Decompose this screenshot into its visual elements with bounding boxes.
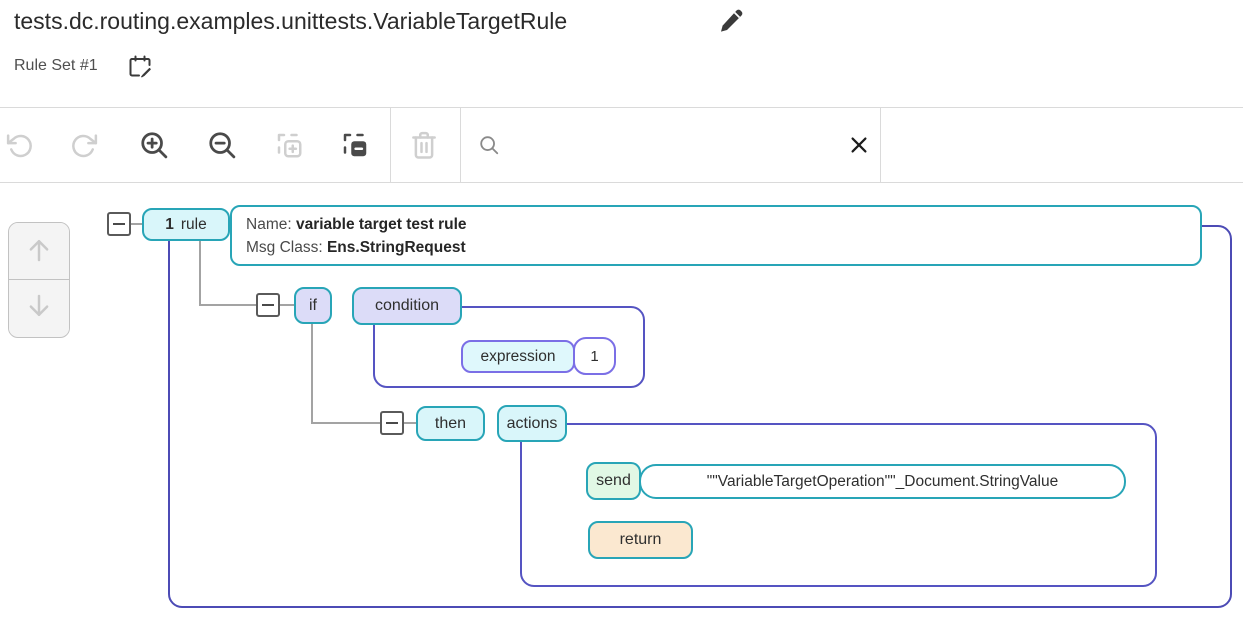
- expression-node[interactable]: expression: [461, 340, 575, 373]
- send-node[interactable]: send: [586, 462, 641, 500]
- actions-scope-outline: [520, 423, 1157, 587]
- clear-search-button[interactable]: [844, 134, 874, 158]
- rule-name-value: variable target test rule: [296, 216, 467, 233]
- expression-value-text: 1: [590, 348, 598, 365]
- rule-msgclass-value: Ens.StringRequest: [327, 239, 466, 256]
- rule-properties-box[interactable]: Name: variable target test rule Msg Clas…: [230, 205, 1202, 266]
- ruleset-label: Rule Set #1: [14, 57, 98, 75]
- actions-label: actions: [507, 415, 558, 433]
- if-node[interactable]: if: [294, 287, 332, 324]
- pencil-icon: [716, 6, 746, 36]
- redo-button[interactable]: [66, 127, 102, 163]
- collapse-toggle-rule[interactable]: [107, 212, 131, 236]
- connector-line: [311, 324, 313, 423]
- toolbar-divider: [460, 108, 461, 182]
- zoom-out-button[interactable]: [204, 127, 240, 163]
- then-keyword: then: [435, 415, 466, 433]
- delete-button[interactable]: [406, 127, 442, 163]
- rule-name-row: Name: variable target test rule: [246, 213, 1200, 236]
- expand-all-button[interactable]: [271, 127, 307, 163]
- toolbar-divider: [390, 108, 391, 182]
- return-node[interactable]: return: [588, 521, 693, 559]
- connector-line: [199, 241, 201, 305]
- zoom-in-icon: [139, 130, 169, 160]
- rule-keyword: rule: [181, 216, 207, 234]
- connector-line: [280, 304, 295, 306]
- send-label: send: [596, 472, 631, 490]
- condition-node[interactable]: condition: [352, 287, 462, 325]
- minus-icon: [262, 304, 274, 307]
- page-title: tests.dc.routing.examples.unittests.Vari…: [14, 8, 567, 35]
- clipboard-edit-icon: [126, 52, 154, 80]
- arrow-down-icon: [24, 291, 54, 321]
- send-value-text: ""VariableTargetOperation""_Document.Str…: [707, 473, 1058, 491]
- toolbar: [0, 107, 1243, 183]
- collapse-toggle-if[interactable]: [256, 293, 280, 317]
- trash-icon: [409, 130, 439, 160]
- collapse-toggle-then[interactable]: [380, 411, 404, 435]
- minus-icon: [113, 223, 125, 226]
- collapse-all-button[interactable]: [337, 127, 373, 163]
- redo-icon: [69, 130, 99, 160]
- toolbar-divider: [880, 108, 881, 182]
- rule-msgclass-row: Msg Class: Ens.StringRequest: [246, 236, 1200, 259]
- rule-msgclass-label: Msg Class:: [246, 239, 323, 256]
- rule-number: 1: [165, 216, 174, 234]
- collapse-all-icon: [340, 130, 370, 160]
- minus-icon: [386, 422, 398, 425]
- search-input[interactable]: [512, 128, 842, 164]
- arrow-up-icon: [24, 235, 54, 265]
- actions-node[interactable]: actions: [497, 405, 567, 442]
- zoom-out-icon: [207, 130, 237, 160]
- expression-label: expression: [481, 348, 556, 366]
- undo-button[interactable]: [2, 127, 38, 163]
- search-icon: [478, 134, 500, 156]
- if-keyword: if: [309, 297, 317, 315]
- zoom-in-button[interactable]: [136, 127, 172, 163]
- scroll-panel: [8, 222, 70, 338]
- scroll-down-button[interactable]: [9, 279, 69, 335]
- condition-label: condition: [375, 297, 439, 315]
- connector-line: [311, 422, 380, 424]
- expression-value[interactable]: 1: [573, 337, 616, 375]
- rule-name-label: Name:: [246, 216, 292, 233]
- send-value[interactable]: ""VariableTargetOperation""_Document.Str…: [639, 464, 1126, 499]
- scroll-up-button[interactable]: [9, 223, 69, 279]
- connector-line: [199, 304, 256, 306]
- clear-x-icon: [848, 134, 870, 156]
- then-node[interactable]: then: [416, 406, 485, 441]
- expand-all-icon: [274, 130, 304, 160]
- return-label: return: [620, 531, 662, 549]
- undo-icon: [5, 130, 35, 160]
- edit-ruleset-button[interactable]: [126, 52, 154, 80]
- rule-node[interactable]: 1 rule: [142, 208, 230, 241]
- edit-title-button[interactable]: [716, 6, 746, 36]
